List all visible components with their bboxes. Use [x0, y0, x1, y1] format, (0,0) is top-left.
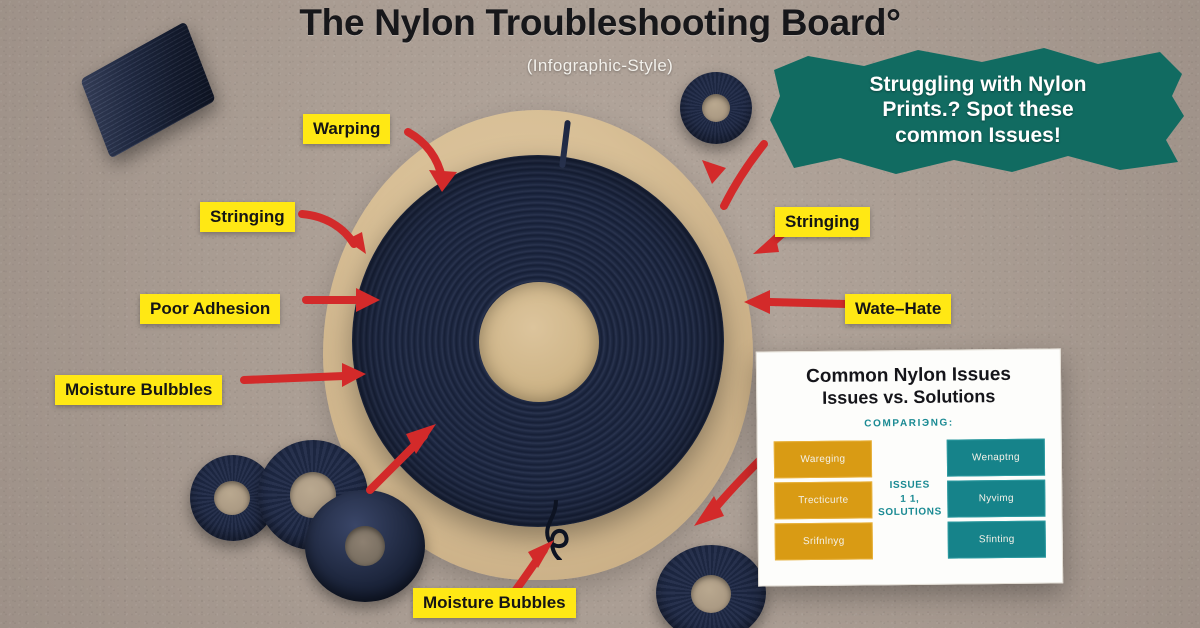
card-bar-solution[interactable]: Wenaptng	[946, 438, 1046, 477]
arrow-poor-adhesion	[302, 288, 380, 312]
card-column-issues: Wareging Trecticurte Srifnlnyg	[773, 440, 873, 561]
card-bar-issue[interactable]: Trecticurte	[774, 481, 873, 520]
callout-tag-poor-adhesion: Poor Adhesion	[140, 294, 281, 324]
callout-banner: Struggling with Nylon Prints.? Spot thes…	[768, 44, 1188, 176]
banner-line-2: Prints.? Spot these	[882, 98, 1074, 122]
card-bar-solution[interactable]: Sfinting	[947, 520, 1046, 559]
card-bar-solution[interactable]: Nyvimg	[947, 479, 1046, 518]
printed-part-ring-bottom-right	[656, 545, 766, 628]
page-subtitle: (Infographic-Style)	[526, 56, 674, 75]
printed-part-ring-small	[190, 455, 276, 541]
card-subheading: COMPARIЭNG:	[864, 417, 954, 430]
card-middle-line-1: ISSUES	[889, 479, 930, 492]
callout-tag-warping: Warping	[303, 114, 391, 144]
card-middle-line-3: SOLUTIONS	[878, 506, 942, 519]
callout-tag-stringing-right: Stringing	[775, 207, 870, 237]
printed-part-cone-knob	[305, 490, 425, 602]
card-columns: Wareging Trecticurte Srifnlnyg ISSUES 1 …	[773, 438, 1046, 561]
banner-shape	[770, 48, 1184, 174]
filament-coil-center-hole	[479, 282, 599, 402]
arrow-warping	[404, 128, 457, 192]
banner-text: Struggling with Nylon Prints.? Spot thes…	[768, 44, 1188, 176]
card-middle-label: ISSUES 1 1, SOLUTIONS	[871, 479, 949, 520]
banner-line-3: common Issues!	[895, 123, 1061, 147]
callout-tag-wate-hate: Wate–Hate	[845, 294, 952, 324]
card-middle-line-2: 1 1,	[900, 493, 920, 505]
card-heading-secondary: Issues vs. Solutions	[822, 386, 996, 409]
card-bar-issue[interactable]: Wareging	[773, 440, 873, 479]
arrow-mid-left	[366, 424, 436, 494]
arrow-wate-hate	[744, 290, 850, 314]
card-heading-primary: Common Nylon Issues	[806, 363, 1012, 388]
printed-part-gear-top-right	[680, 72, 752, 144]
card-column-solutions: Wenaptng Nyvimg Sfinting	[946, 438, 1046, 559]
arrow-moisture-bulbbles	[240, 363, 366, 387]
arrow-stringing-left	[298, 210, 366, 254]
comparison-card[interactable]: Common Nylon Issues Issues vs. Solutions…	[755, 348, 1064, 587]
callout-tag-moisture-bulbbles: Moisture Bulbbles	[55, 375, 223, 405]
callout-tag-stringing-left: Stringing	[200, 202, 295, 232]
page-title: The Nylon Troubleshooting Board°	[299, 2, 901, 43]
filament-tail	[545, 500, 569, 560]
arrow-stringing-right	[702, 140, 768, 210]
banner-line-1: Struggling with Nylon	[869, 72, 1087, 96]
card-bar-issue[interactable]: Srifnlnyg	[774, 522, 873, 561]
callout-tag-moisture-bubbles: Moisture Bubbles	[413, 588, 576, 618]
